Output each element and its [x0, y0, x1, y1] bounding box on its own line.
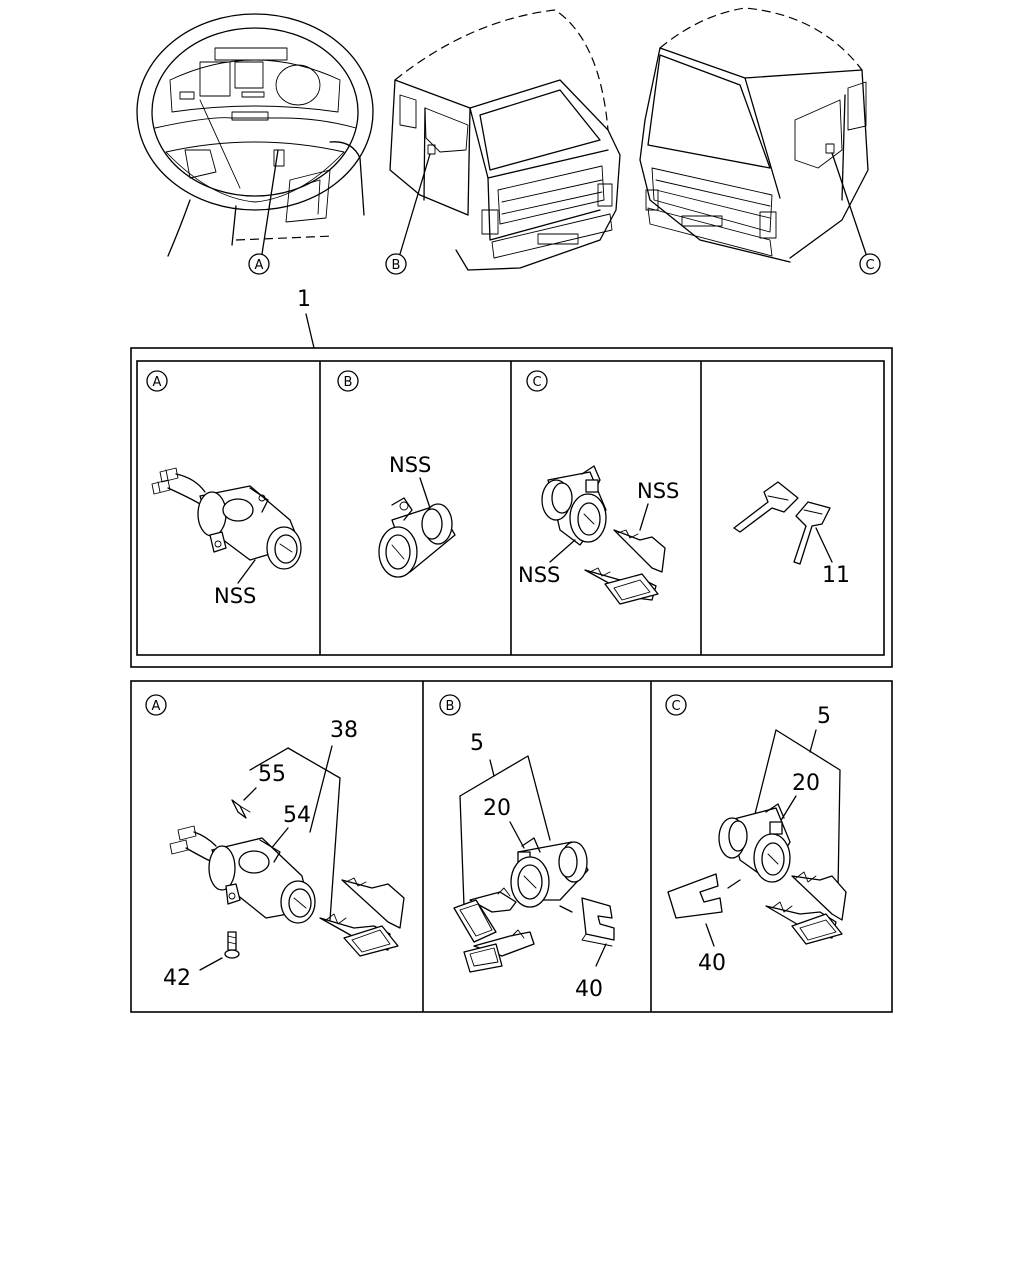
svg-text:54: 54: [283, 803, 311, 828]
door-lock-cylinder-20-c: [718, 803, 791, 883]
lower-parts-frame: [130, 680, 893, 1013]
svg-text:C: C: [671, 699, 680, 714]
svg-text:B: B: [446, 699, 455, 714]
keys-nss-c: [584, 529, 666, 605]
svg-text:NSS: NSS: [214, 584, 256, 608]
svg-text:NSS: NSS: [389, 453, 431, 477]
key-blanks-11: [733, 481, 831, 565]
svg-text:A: A: [152, 699, 161, 714]
svg-text:A: A: [255, 258, 264, 273]
keys-5-c: [765, 871, 847, 945]
svg-text:20: 20: [792, 771, 820, 796]
keys-38: [319, 877, 405, 957]
svg-text:55: 55: [258, 762, 286, 787]
upper-panel-b: B NSS: [337, 370, 456, 578]
retainer-clip-40-c: [667, 873, 723, 919]
callout-b-overview: B: [385, 253, 407, 275]
svg-text:5: 5: [817, 704, 831, 729]
lower-panel-c: C 5 20 40: [665, 694, 847, 976]
truck-cab-right-view: [389, 9, 621, 271]
keys-5-b: [453, 887, 535, 973]
door-lock-cylinder-20-b: [510, 837, 589, 908]
svg-text:NSS: NSS: [518, 563, 560, 587]
upper-panel-a: A NSS: [146, 370, 302, 608]
svg-text:20: 20: [483, 796, 511, 821]
door-lock-cylinder-nss-b: [378, 497, 456, 578]
truck-cab-left-view: [639, 7, 869, 263]
svg-text:B: B: [344, 375, 353, 390]
svg-text:40: 40: [575, 977, 603, 1002]
retainer-clip-40-b: [581, 897, 615, 947]
callout-a-overview: A: [248, 253, 270, 275]
svg-text:C: C: [532, 375, 541, 390]
part-number-1: 1: [297, 287, 311, 312]
door-lock-cylinder-nss-c: [541, 465, 607, 546]
callout-c-overview: C: [859, 253, 881, 275]
lower-panel-a: A 38 55 54 42: [145, 694, 405, 991]
upper-panel-keys: 11: [733, 481, 850, 588]
svg-text:B: B: [392, 258, 401, 273]
ignition-switch-assembly-38: [169, 799, 316, 924]
steering-wheel-view: [136, 13, 374, 257]
svg-text:40: 40: [698, 951, 726, 976]
lower-panel-b: B 5 20 40: [439, 694, 615, 1002]
upper-kit-frame: [130, 347, 893, 668]
svg-text:42: 42: [163, 966, 191, 991]
svg-text:11: 11: [822, 563, 850, 588]
svg-text:A: A: [153, 375, 162, 390]
svg-text:NSS: NSS: [637, 479, 679, 503]
bolt-42: [224, 931, 240, 959]
svg-text:38: 38: [330, 718, 358, 743]
upper-panel-c: C NSS NSS: [518, 370, 679, 605]
ignition-switch-nss: [151, 467, 302, 584]
svg-text:C: C: [865, 258, 874, 273]
svg-text:5: 5: [470, 731, 484, 756]
